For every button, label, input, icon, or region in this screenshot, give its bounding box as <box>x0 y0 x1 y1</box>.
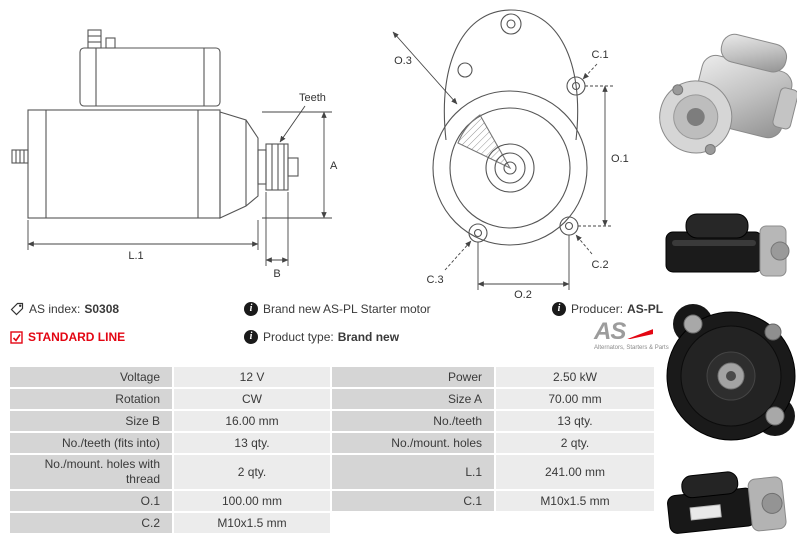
product-type-label: Product type: <box>263 330 334 344</box>
table-row: Rotation CW Size A 70.00 mm <box>10 389 654 409</box>
dim-label-c1: C.1 <box>591 49 608 61</box>
product-type-item: i Product type: Brand new <box>244 330 399 344</box>
spec-value: 13 qty. <box>496 411 654 431</box>
spec-value: M10x1.5 mm <box>174 513 330 533</box>
spec-value: 12 V <box>174 367 330 387</box>
dim-label-o2: O.2 <box>514 289 532 300</box>
producer-value: AS-PL <box>627 302 664 316</box>
table-row: O.1 100.00 mm C.1 M10x1.5 mm <box>10 491 654 511</box>
dim-label-c2: C.2 <box>591 259 608 271</box>
brand-new-item: i Brand new AS-PL Starter motor <box>244 302 431 316</box>
spec-value: 2 qty. <box>174 455 330 489</box>
as-index-label: AS index: <box>29 302 81 316</box>
spec-label: No./mount. holes <box>332 433 494 453</box>
as-index-item: AS index: S0308 <box>10 302 119 316</box>
spec-label: No./mount. holes with thread <box>10 455 172 489</box>
spec-label: Power <box>332 367 494 387</box>
spec-value: 2.50 kW <box>496 367 654 387</box>
producer-label: Producer: <box>571 302 624 316</box>
spec-table: Voltage 12 V Power 2.50 kW Rotation CW S… <box>8 365 656 535</box>
table-row: Voltage 12 V Power 2.50 kW <box>10 367 654 387</box>
product-type-value: Brand new <box>337 330 400 344</box>
side-view-drawing: Teeth A L.1 B <box>11 29 338 280</box>
spec-label: O.1 <box>10 491 172 511</box>
as-logo-swoosh-icon <box>627 329 654 339</box>
table-row: C.2 M10x1.5 mm <box>10 513 654 533</box>
product-photo-2 <box>665 213 790 277</box>
product-photo-3 <box>666 304 796 441</box>
spec-value: 13 qty. <box>174 433 330 453</box>
info-icon: i <box>244 302 258 316</box>
dim-label-a: A <box>330 160 338 172</box>
standard-line-item: STANDARD LINE <box>10 330 125 344</box>
spec-value: 100.00 mm <box>174 491 330 511</box>
spec-label: No./teeth <box>332 411 494 431</box>
checkbox-checked-icon <box>10 330 23 344</box>
spec-value: 2 qty. <box>496 433 654 453</box>
brand-new-text: Brand new AS-PL Starter motor <box>263 302 431 316</box>
spec-label: Size B <box>10 411 172 431</box>
as-logo-text: AS <box>594 318 626 345</box>
dim-label-teeth: Teeth <box>299 92 326 104</box>
spec-value-empty <box>496 513 654 533</box>
dim-label-b: B <box>273 268 280 280</box>
front-view-drawing: O.3 C.1 O.1 O.2 C.2 C.3 <box>392 9 629 300</box>
spec-value: CW <box>174 389 330 409</box>
dim-label-o3: O.3 <box>394 55 412 67</box>
dim-label-l1: L.1 <box>128 250 143 262</box>
spec-label: L.1 <box>332 455 494 489</box>
as-logo-subtext: Alternators, Starters & Parts <box>594 345 669 351</box>
spec-value: 241.00 mm <box>496 455 654 489</box>
dim-label-o1: O.1 <box>611 153 629 165</box>
table-row: Size B 16.00 mm No./teeth 13 qty. <box>10 411 654 431</box>
info-icon: i <box>552 302 566 316</box>
spec-label-empty <box>332 513 494 533</box>
spec-label: C.1 <box>332 491 494 511</box>
spec-label: Size A <box>332 389 494 409</box>
product-photo-1 <box>659 33 797 155</box>
spec-label: C.2 <box>10 513 172 533</box>
spec-value: M10x1.5 mm <box>496 491 654 511</box>
spec-label: Voltage <box>10 367 172 387</box>
product-photo-4 <box>667 471 787 534</box>
dim-label-c3: C.3 <box>426 274 443 286</box>
tag-icon <box>10 302 24 316</box>
info-icon: i <box>244 330 258 344</box>
spec-label: No./teeth (fits into) <box>10 433 172 453</box>
table-row: No./teeth (fits into) 13 qty. No./mount.… <box>10 433 654 453</box>
table-row: No./mount. holes with thread 2 qty. L.1 … <box>10 455 654 489</box>
as-index-value: S0308 <box>84 302 120 316</box>
standard-line-label: STANDARD LINE <box>28 330 126 344</box>
as-pl-logo: AS Alternators, Starters & Parts <box>594 318 680 352</box>
spec-value: 16.00 mm <box>174 411 330 431</box>
spec-label: Rotation <box>10 389 172 409</box>
producer-item: i Producer: AS-PL <box>552 302 663 316</box>
spec-value: 70.00 mm <box>496 389 654 409</box>
